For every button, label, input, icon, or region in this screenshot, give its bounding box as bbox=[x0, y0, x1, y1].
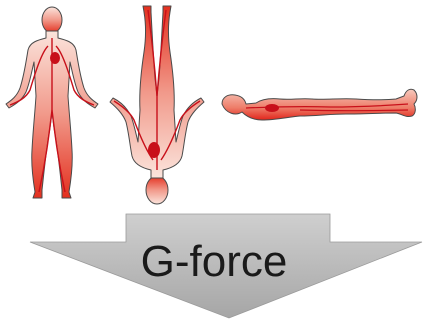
upright-body bbox=[6, 7, 98, 198]
inverted-head bbox=[146, 176, 168, 204]
inverted-body bbox=[110, 6, 204, 204]
upright-head bbox=[42, 7, 62, 33]
supine-silhouette bbox=[222, 89, 417, 120]
inverted-heart bbox=[148, 142, 160, 158]
gforce-label: G-force bbox=[0, 234, 428, 290]
supine-heart bbox=[265, 104, 279, 112]
upright-heart bbox=[50, 52, 60, 64]
supine-body bbox=[222, 89, 417, 120]
